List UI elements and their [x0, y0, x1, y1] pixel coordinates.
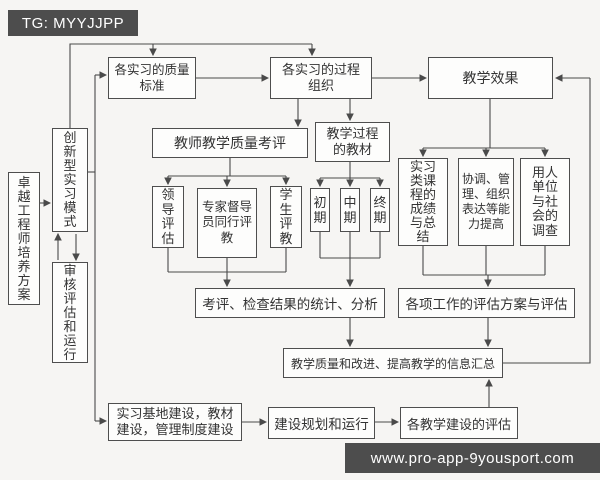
- node-construction-planning: 建设规划和运行: [268, 407, 375, 439]
- node-teacher-quality-evaluation: 教师教学质量考评: [152, 128, 308, 158]
- node-final-stage: 终期: [370, 188, 390, 232]
- node-excellent-engineer-program: 卓越工程师培养方案: [8, 172, 40, 305]
- node-student-evaluation: 学生评教: [270, 186, 302, 248]
- header-watermark: TG: MYYJJPP: [8, 10, 138, 36]
- node-early-stage: 初期: [310, 188, 330, 232]
- node-info-summary: 教学质量和改进、提高教学的信息汇总: [283, 348, 503, 378]
- node-innovative-internship-mode: 创新型实习模式: [52, 128, 88, 232]
- node-ability-improvement: 协调、管理、组织表达等能力提高: [458, 158, 514, 246]
- node-construction-evaluation: 各教学建设的评估: [400, 407, 518, 439]
- node-process-organization: 各实习的过程组织: [270, 57, 372, 99]
- node-base-construction: 实习基地建设，教材建设，管理制度建设: [108, 403, 242, 441]
- node-teaching-process-materials: 教学过程的教材: [315, 122, 390, 162]
- node-teaching-effect: 教学效果: [428, 57, 553, 99]
- node-work-evaluation-plan: 各项工作的评估方案与评估: [398, 288, 575, 318]
- node-review-evaluation-operation: 审核评估和运行: [52, 262, 88, 363]
- node-course-results-summary: 实习类课程的成绩与总结: [398, 158, 448, 246]
- node-expert-peer-review: 专家督导员同行评教: [197, 188, 257, 258]
- node-statistics-analysis: 考评、检查结果的统计、分析: [195, 288, 385, 318]
- node-quality-standards: 各实习的质量标准: [108, 57, 196, 99]
- node-mid-stage: 中期: [340, 188, 360, 232]
- node-leader-evaluation: 领导评估: [152, 186, 184, 248]
- footer-watermark-url: www.pro-app-9yousport.com: [345, 443, 600, 473]
- node-employer-society-survey: 用人单位与社会的调查: [520, 158, 570, 246]
